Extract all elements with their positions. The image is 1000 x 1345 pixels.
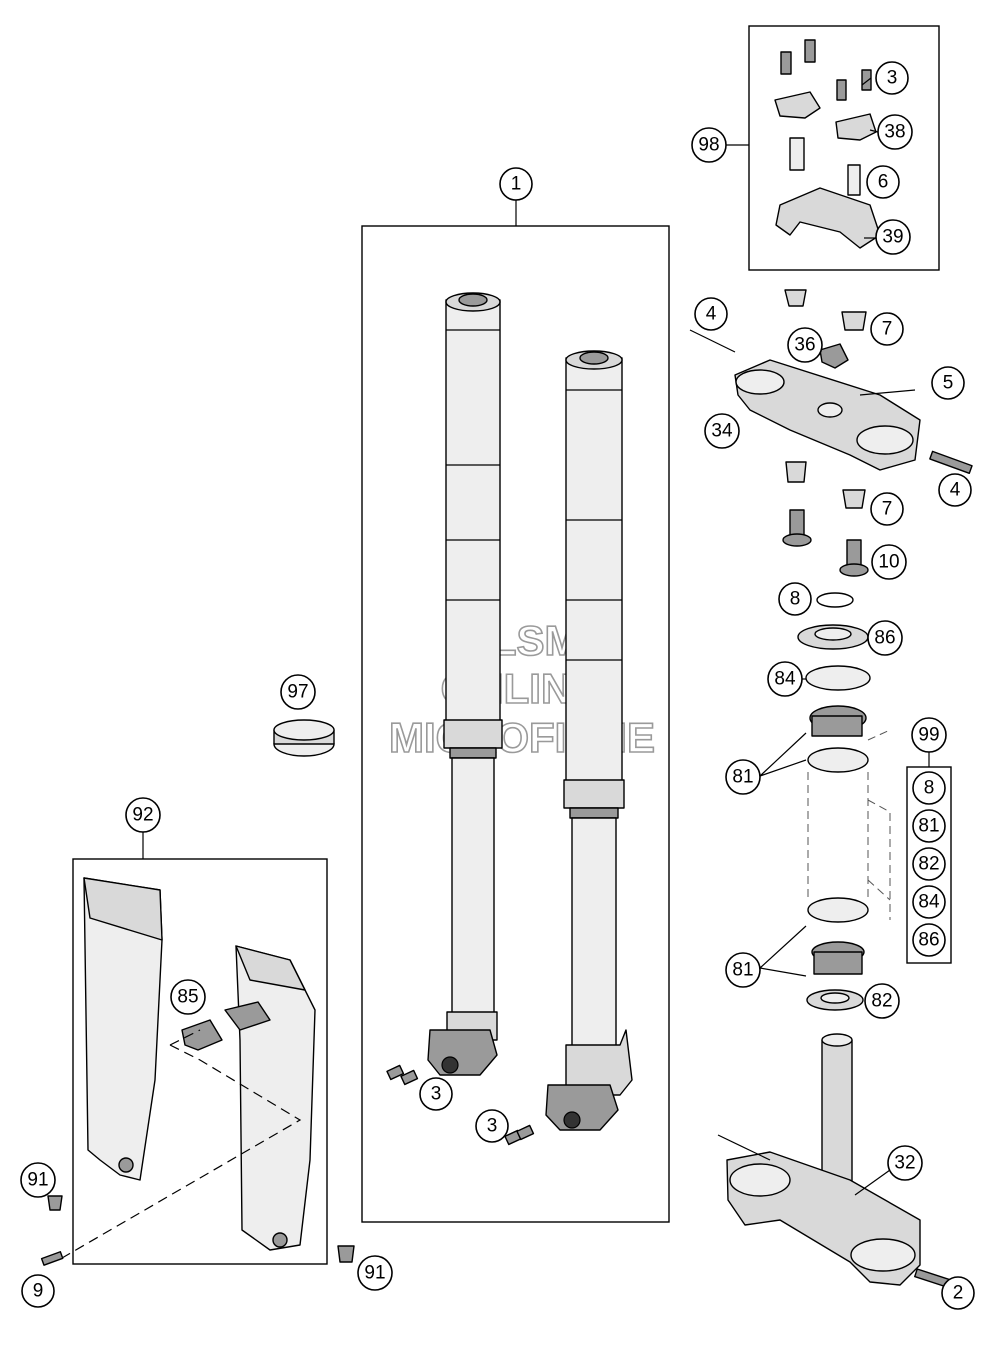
callout-4-bottom: 4 [938, 473, 972, 507]
kit-99-item-2-label: 81 [918, 816, 939, 837]
callout-7-top-label: 7 [882, 319, 893, 340]
callout-81-bottom-label: 81 [732, 960, 753, 981]
callout-4-top-label: 4 [706, 304, 717, 325]
callout-7-top: 7 [870, 312, 904, 346]
callout-98: 98 [691, 127, 727, 163]
assembly-dash-line [61, 1044, 302, 1259]
callout-7-bottom-label: 7 [882, 499, 893, 520]
callout-86-label: 86 [874, 628, 895, 649]
kit-99-item-3-label: 82 [918, 854, 939, 875]
callout-2-label: 2 [953, 1283, 964, 1304]
callout-3-left-leg-label: 3 [431, 1084, 442, 1105]
callout-3-right-leg: 3 [475, 1109, 509, 1143]
guard-bracket[interactable] [181, 1001, 271, 1051]
callout-92-label: 92 [132, 805, 153, 826]
fork-guard-ring[interactable] [273, 719, 335, 757]
callout-5-label: 5 [943, 373, 954, 394]
callout-81-top: 81 [725, 759, 761, 795]
callout-32: 32 [887, 1145, 923, 1181]
callout-6: 6 [866, 165, 900, 199]
callout-39: 39 [875, 219, 911, 255]
kit-99-item-1-label: 8 [924, 778, 935, 799]
fork-clamp-bolts-right[interactable] [504, 1124, 535, 1146]
callout-84: 84 [767, 661, 803, 697]
fork-guard-frame [72, 858, 328, 1265]
callout-8-label: 8 [790, 589, 801, 610]
callout-38-label: 38 [884, 122, 905, 143]
kit-99-item-2: 81 [912, 809, 946, 843]
callout-38: 38 [877, 114, 913, 150]
leader-81-top [759, 732, 807, 777]
steering-bushings[interactable] [782, 289, 869, 577]
kit-99-item-1: 8 [912, 771, 946, 805]
callout-9: 9 [21, 1274, 55, 1308]
leader-38 [869, 129, 879, 133]
kit-99-item-4: 84 [912, 885, 946, 919]
callout-6-label: 6 [878, 172, 889, 193]
callout-7-bottom: 7 [870, 492, 904, 526]
callout-97-label: 97 [287, 682, 308, 703]
fork-leg-left[interactable] [427, 292, 503, 1076]
handlebar-clamp-kit-frame [748, 25, 940, 271]
upper-triple-clamp[interactable] [689, 329, 973, 474]
callout-3-top: 3 [875, 61, 909, 95]
callout-91-right-label: 91 [364, 1263, 385, 1284]
callout-39-label: 39 [882, 227, 903, 248]
callout-82: 82 [864, 983, 900, 1019]
handlebar-clamp-parts[interactable] [774, 39, 881, 249]
callout-10: 10 [871, 544, 907, 580]
callout-8: 8 [778, 582, 812, 616]
callout-82-label: 82 [871, 991, 892, 1012]
callout-85-label: 85 [177, 987, 198, 1008]
bearing-stack[interactable] [797, 592, 871, 1011]
callout-34: 34 [704, 413, 740, 449]
callout-92: 92 [125, 797, 161, 833]
fork-leg-right[interactable] [545, 350, 633, 1131]
callout-4-top: 4 [694, 297, 728, 331]
fork-guard-left[interactable] [83, 877, 163, 1181]
fork-guard-right[interactable] [235, 945, 316, 1251]
assembly-dash-line-2 [169, 1029, 201, 1046]
callout-99: 99 [911, 717, 947, 753]
callout-99-label: 99 [918, 725, 939, 746]
callout-5: 5 [931, 366, 965, 400]
callout-81-top-label: 81 [732, 767, 753, 788]
callout-85: 85 [170, 979, 206, 1015]
kit-99-item-5-label: 86 [918, 930, 939, 951]
callout-3-top-label: 3 [887, 68, 898, 89]
callout-1: 1 [499, 167, 533, 201]
kit-99-item-5: 86 [912, 923, 946, 957]
fork-clamp-bolts-left[interactable] [386, 1064, 419, 1086]
callout-98-label: 98 [698, 135, 719, 156]
leader-32 [854, 1169, 891, 1196]
kit-99-item-3: 82 [912, 847, 946, 881]
callout-84-label: 84 [774, 669, 796, 690]
callout-36: 36 [787, 327, 823, 363]
callout-3-left-leg: 3 [419, 1077, 453, 1111]
leader-3-top [861, 77, 872, 86]
callout-91-right: 91 [357, 1255, 393, 1291]
callout-86: 86 [867, 620, 903, 656]
callout-36-label: 36 [794, 335, 815, 356]
callout-32-label: 32 [894, 1153, 915, 1174]
leader-81-bottom [759, 925, 807, 977]
callout-91-left: 91 [20, 1162, 56, 1198]
callout-3-right-leg-label: 3 [487, 1116, 498, 1137]
callout-97: 97 [280, 674, 316, 710]
guard-screws[interactable] [40, 1195, 355, 1266]
callout-2: 2 [941, 1276, 975, 1310]
callout-81-bottom: 81 [725, 952, 761, 988]
kit-99-item-4-label: 84 [918, 892, 940, 913]
callout-10-label: 10 [878, 552, 899, 573]
callout-91-left-label: 91 [27, 1170, 48, 1191]
callout-4-bottom-label: 4 [950, 480, 961, 501]
callout-34-label: 34 [711, 421, 733, 442]
callout-9-label: 9 [33, 1281, 44, 1302]
callout-1-label: 1 [511, 174, 522, 195]
